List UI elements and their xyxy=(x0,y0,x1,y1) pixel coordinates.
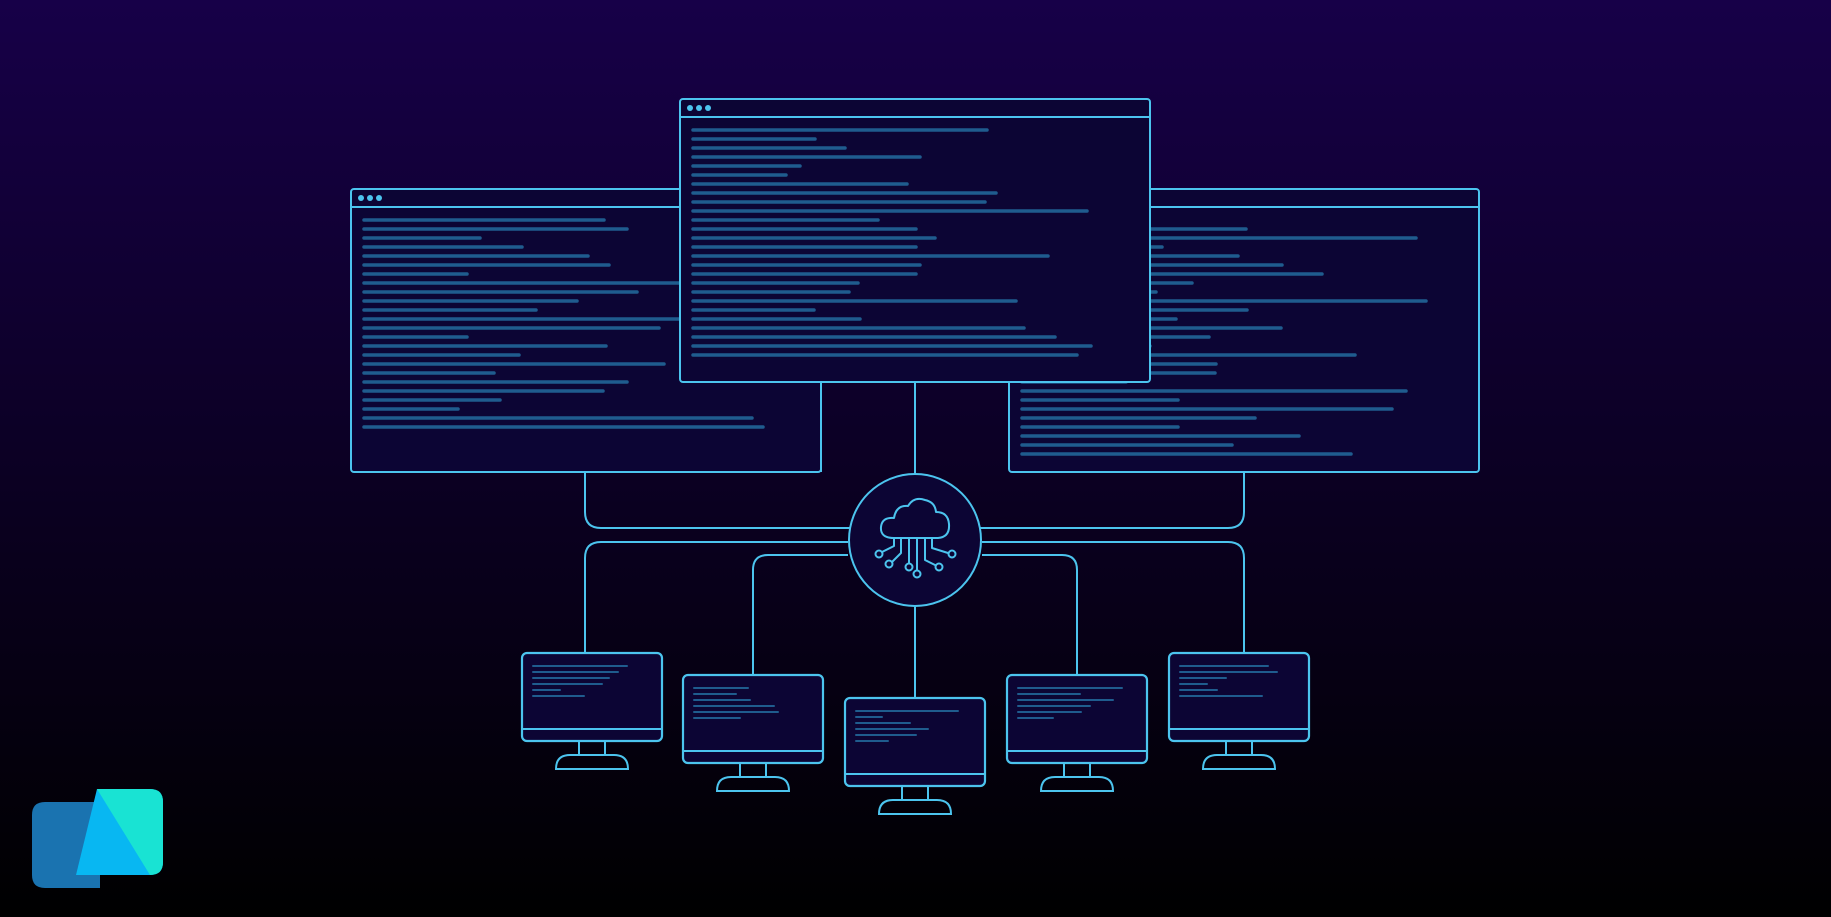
circuit-node xyxy=(874,549,884,559)
hub-circle xyxy=(848,473,982,607)
monitor-stand xyxy=(1201,754,1277,770)
monitor-icon xyxy=(681,673,825,765)
circuit-node xyxy=(912,569,922,579)
monitor-stand xyxy=(554,754,630,770)
window-dot xyxy=(358,195,364,201)
window-dots-icon xyxy=(358,195,382,201)
connector-line xyxy=(980,472,1245,529)
window-dot xyxy=(367,195,373,201)
monitor-stand xyxy=(715,776,791,792)
brand-logo-icon xyxy=(32,789,163,888)
center-window xyxy=(679,98,1151,383)
monitor-neck xyxy=(739,763,767,777)
circuit-lead xyxy=(931,537,949,554)
client-monitors xyxy=(520,651,1311,815)
circuit-lead xyxy=(924,537,936,566)
logo-cyan-part xyxy=(97,789,163,875)
monitor-1 xyxy=(520,651,664,770)
circuit-node xyxy=(904,562,914,572)
window-dots-icon xyxy=(687,105,711,111)
code-windows xyxy=(350,98,1480,473)
circuit-node xyxy=(947,549,957,559)
connector-line xyxy=(752,554,848,674)
cloud-network-icon xyxy=(874,497,957,579)
monitor-icon xyxy=(520,651,664,743)
connector-line xyxy=(584,541,848,652)
window-frame xyxy=(679,98,1151,383)
cloud-hub xyxy=(848,473,982,607)
window-dot xyxy=(687,105,693,111)
circuit-node xyxy=(934,562,944,572)
window-dot xyxy=(705,105,711,111)
monitor-2 xyxy=(681,673,825,792)
monitor-neck xyxy=(1225,741,1253,755)
circuit-lead xyxy=(891,537,902,563)
monitor-stand xyxy=(877,799,953,815)
monitor-5 xyxy=(1167,651,1311,770)
monitor-stand xyxy=(1039,776,1115,792)
monitor-4 xyxy=(1005,673,1149,792)
monitor-icon xyxy=(843,696,987,788)
monitor-3 xyxy=(843,696,987,815)
window-dot xyxy=(696,105,702,111)
connector-line xyxy=(982,541,1245,652)
connector-line xyxy=(982,554,1078,674)
monitor-neck xyxy=(578,741,606,755)
monitor-icon xyxy=(1005,673,1149,765)
monitor-neck xyxy=(1063,763,1091,777)
connector-line xyxy=(584,472,850,529)
window-dot xyxy=(376,195,382,201)
cloud-shape xyxy=(879,497,951,539)
circuit-node xyxy=(884,559,894,569)
monitor-neck xyxy=(901,786,929,800)
circuit-lead xyxy=(881,537,895,553)
